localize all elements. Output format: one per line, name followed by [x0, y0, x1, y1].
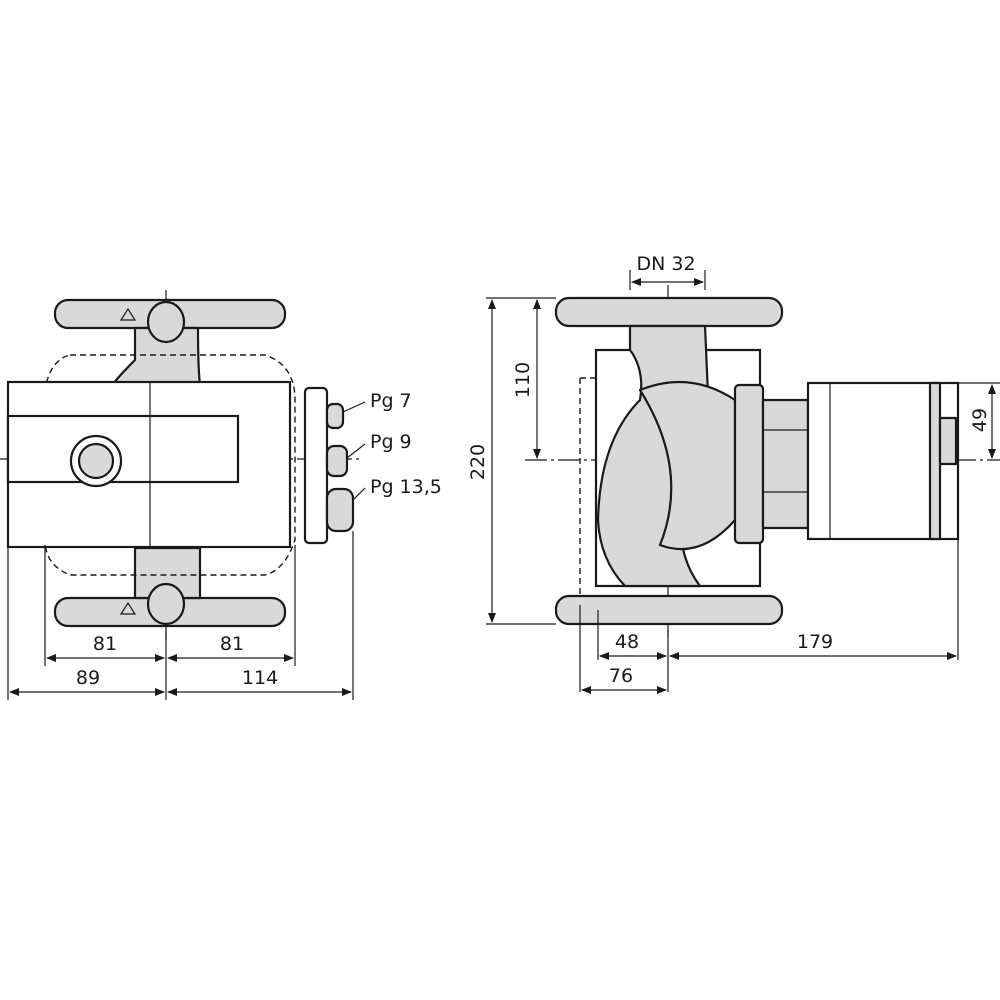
side-view: DN 32 220 110 49 48 179 76 [467, 253, 1000, 694]
dim-49: 49 [969, 408, 991, 432]
label-dn32: DN 32 [636, 253, 695, 275]
cable-gland-pg9 [325, 444, 349, 478]
dim-179: 179 [797, 631, 833, 653]
leader-pg135 [352, 487, 366, 501]
label-pg135: Pg 13,5 [370, 476, 442, 498]
front-port-inner [77, 442, 115, 480]
side-motor-neck [761, 398, 810, 530]
flow-direction-triangle-bottom [119, 601, 137, 615]
cable-gland-bracket [303, 386, 329, 545]
side-bottom-flange [554, 594, 784, 626]
dim-114: 114 [242, 667, 278, 689]
front-top-flange-boss [146, 300, 186, 344]
flow-direction-triangle-top [119, 307, 137, 321]
leader-pg7 [342, 401, 366, 413]
dim-48: 48 [615, 631, 639, 653]
dim-220: 220 [467, 444, 489, 480]
side-motor-rib [928, 381, 942, 541]
label-pg7: Pg 7 [370, 390, 412, 412]
front-bottom-flange-boss [146, 582, 186, 626]
cable-gland-pg135 [325, 487, 355, 533]
leader-pg9 [346, 443, 366, 459]
front-control-panel [6, 414, 240, 484]
dim-81-left: 81 [93, 633, 117, 655]
side-top-flange [554, 296, 784, 328]
side-impeller-chamber [638, 380, 737, 551]
side-motor-cap [938, 416, 958, 466]
dim-81-right: 81 [220, 633, 244, 655]
side-motor-flange [733, 383, 765, 545]
dim-89: 89 [76, 667, 100, 689]
cable-gland-pg7 [325, 402, 345, 430]
dim-110: 110 [512, 362, 534, 398]
front-view: Pg 7 Pg 9 Pg 13,5 81 81 89 114 [0, 290, 442, 700]
front-housing-hidden-outline [44, 354, 296, 576]
dim-76: 76 [609, 665, 633, 687]
label-pg9: Pg 9 [370, 431, 412, 453]
